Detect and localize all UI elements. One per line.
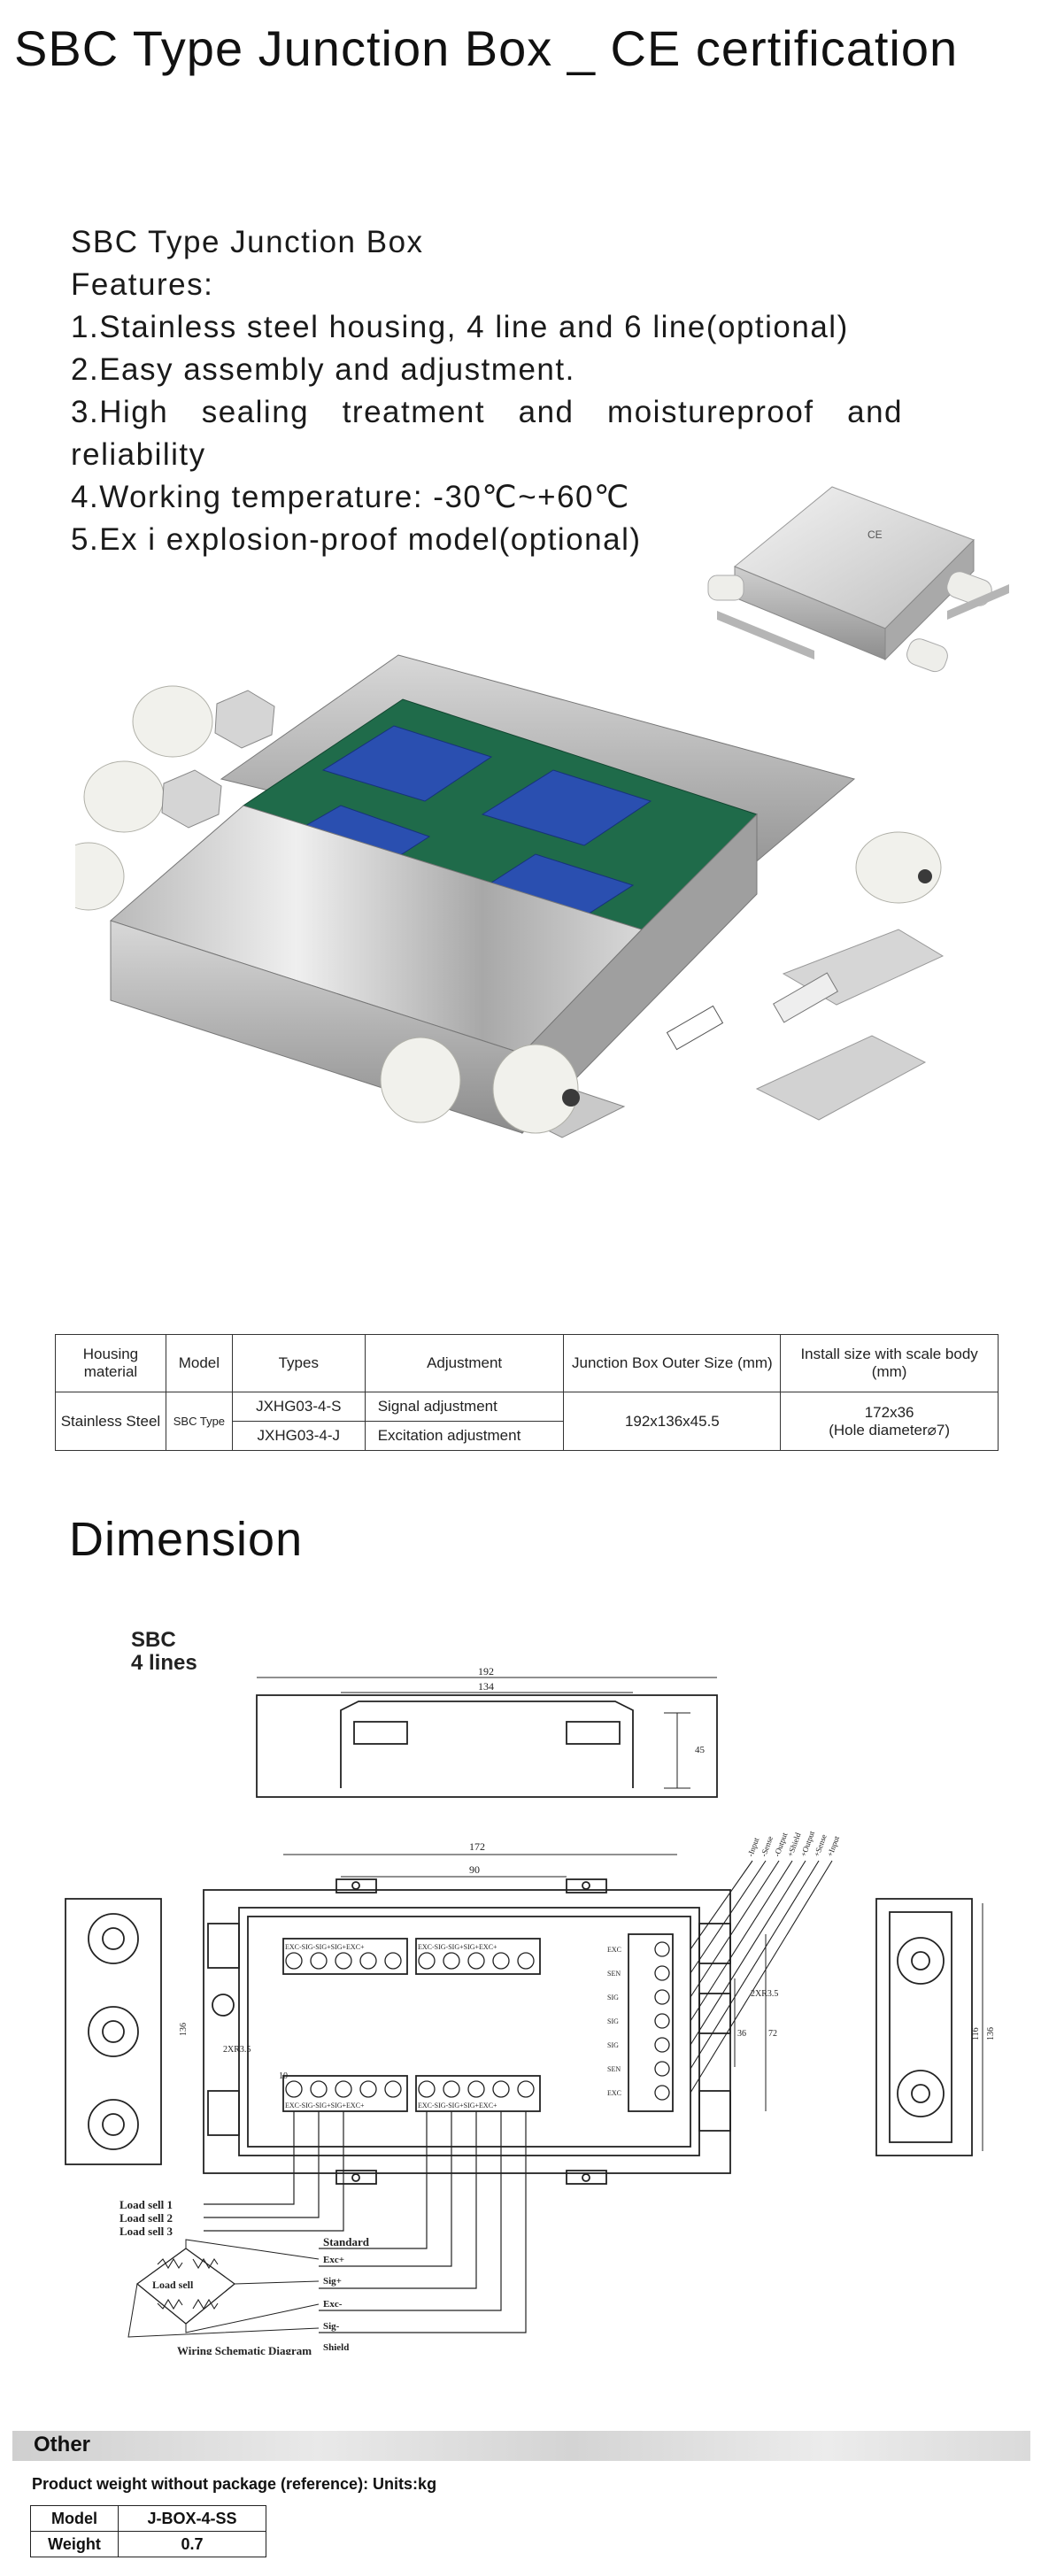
output-label-7: +Input [825, 1834, 841, 1858]
weight-table: Model J-BOX-4-SS Weight 0.7 [30, 2505, 266, 2557]
dim-90: 90 [469, 1863, 480, 1876]
product-name: SBC Type Junction Box [71, 225, 424, 259]
svg-text:CE: CE [868, 528, 883, 541]
dim-136-right: 136 [986, 2027, 996, 2040]
wire-sig-minus: Sig- [323, 2321, 340, 2332]
dim-136-left: 136 [179, 2023, 189, 2036]
model-label: SBC [131, 1628, 176, 1652]
rt-terminal-4: SIG [607, 2017, 619, 2025]
install-size-value: 172x36 [864, 1403, 914, 1421]
dim-2xr35-right: 2XR3.5 [751, 1989, 778, 1999]
front-view-outline [203, 1889, 731, 2174]
rt-terminal-3: SIG [607, 1994, 619, 2001]
page-title: SBC Type Junction Box _ CE certification [14, 20, 959, 76]
wire-shield: Shield [323, 2342, 349, 2353]
wiring-caption: Wiring Schematic Diagram [177, 2344, 312, 2355]
header-model: Model [165, 1334, 233, 1392]
table-row: Model J-BOX-4-SS [30, 2505, 266, 2532]
load-cell-3: Load sell 3 [120, 2225, 173, 2238]
dim-172: 172 [469, 1840, 485, 1853]
spec-header-row: Housing material Model Types Adjustment … [55, 1334, 999, 1392]
cell-type: JXHG03-4-S [231, 1392, 366, 1422]
cell-model: SBC Type [165, 1392, 233, 1451]
install-hole-note: (Hole diameter⌀7) [829, 1421, 951, 1438]
weight-table-label: Weight [30, 2531, 119, 2557]
load-cell-2: Load sell 2 [120, 2211, 173, 2225]
wire-exc-minus: Exc- [323, 2299, 343, 2310]
weight-table-value: J-BOX-4-SS [118, 2505, 266, 2532]
table-row: JXHG03-4-J Excitation adjustment [56, 1421, 999, 1451]
feature-item-4: 4.Working temperature: -30℃~+60℃ [71, 480, 630, 514]
bridge-load-cell-label: Load sell [152, 2279, 194, 2291]
header-housing-material: Housing material [55, 1334, 166, 1392]
product-photo-closed: CE [707, 486, 1009, 673]
spec-table: Housing material Model Types Adjustment … [55, 1334, 999, 1451]
table-row: Weight 0.7 [30, 2531, 266, 2557]
dim-134: 134 [478, 1680, 494, 1693]
wire-sig-plus: Sig+ [323, 2276, 342, 2287]
cell-install-size: 172x36(Hole diameter⌀7) [780, 1392, 999, 1451]
cell-adjustment: Excitation adjustment [364, 1421, 565, 1451]
dim-72: 72 [768, 2029, 777, 2039]
terminal-top-2: EXC-SIG-SIG+SIG+EXC+ [418, 1943, 497, 1951]
weight-table-value: 0.7 [118, 2531, 266, 2557]
features-block: SBC Type Junction Box Features: 1.Stainl… [71, 221, 903, 561]
product-photo-open [75, 654, 945, 1138]
feature-item-3-cont: reliability [71, 437, 206, 472]
rt-terminal-1: EXC [607, 1946, 621, 1954]
dim-45: 45 [695, 1745, 706, 1755]
rt-terminal-7: EXC [607, 2089, 621, 2097]
cell-adjustment: Signal adjustment [364, 1392, 565, 1422]
feature-item-5: 5.Ex i explosion-proof model(optional) [71, 522, 642, 557]
terminal-bottom-2: EXC-SIG-SIG+SIG+EXC+ [418, 2102, 497, 2109]
feature-item-2: 2.Easy assembly and adjustment. [71, 352, 575, 387]
lines-label: 4 lines [131, 1651, 197, 1675]
header-adjustment: Adjustment [364, 1334, 565, 1392]
features-heading: Features: [71, 267, 214, 302]
dim-192: 192 [478, 1665, 494, 1677]
table-row: Stainless Steel SBC Type JXHG03-4-S Sign… [55, 1392, 999, 1451]
dim-2xr35-left: 2XR3.5 [223, 2045, 251, 2055]
dim-36: 36 [737, 2029, 746, 2039]
weight-note: Product weight without package (referenc… [32, 2475, 437, 2493]
dimension-heading: Dimension [69, 1513, 304, 1566]
weight-table-label: Model [30, 2505, 119, 2532]
feature-item-3: 3.High sealing treatment and moisturepro… [71, 395, 903, 429]
other-title: Other [34, 2433, 91, 2456]
wire-exc-plus: Exc+ [323, 2255, 344, 2265]
header-install-size: Install size with scale body (mm) [780, 1334, 999, 1392]
dimension-drawing: 192 134 45 172 90 EXC-SIG-SIG+SIG+EXC+ E… [65, 1665, 996, 2355]
cell-type: JXHG03-4-J [231, 1421, 366, 1451]
drawing-model-label: SBC 4 lines [131, 1629, 197, 1675]
dim-116: 116 [971, 2027, 981, 2040]
standard-label: Standard [323, 2235, 370, 2248]
dim-10: 10 [279, 2071, 288, 2081]
top-view-outline [256, 1694, 718, 1798]
terminal-bottom-1: EXC-SIG-SIG+SIG+EXC+ [285, 2102, 365, 2109]
header-outer-size: Junction Box Outer Size (mm) [563, 1334, 782, 1392]
cell-material: Stainless Steel [55, 1392, 166, 1451]
rt-terminal-2: SEN [607, 1970, 621, 1978]
load-cell-1: Load sell 1 [120, 2198, 173, 2211]
cell-outer-size: 192x136x45.5 [563, 1392, 782, 1451]
rt-terminal-5: SIG [607, 2041, 619, 2049]
terminal-top-1: EXC-SIG-SIG+SIG+EXC+ [285, 1943, 365, 1951]
other-section-bar [12, 2431, 1030, 2461]
feature-item-1: 1.Stainless steel housing, 4 line and 6 … [71, 310, 849, 344]
rt-terminal-6: SEN [607, 2065, 621, 2073]
header-types: Types [231, 1334, 366, 1392]
